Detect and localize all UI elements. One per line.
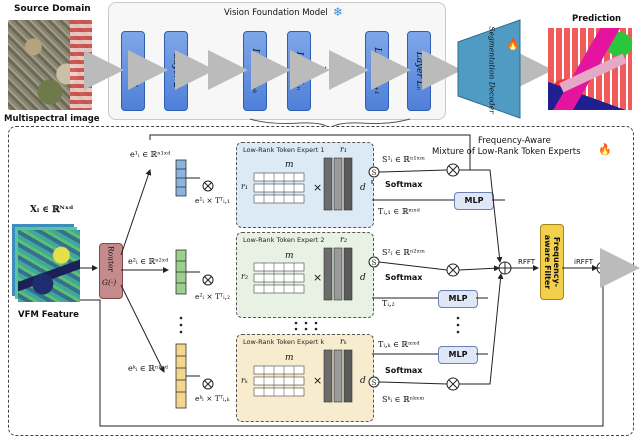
t1-label: Tᵢ,₁ ∈ ℝᵐˣᵈ	[378, 207, 420, 216]
s-circle-1: S	[372, 169, 377, 177]
expert-2-rank: r₂	[340, 235, 348, 244]
d-label-k: d	[360, 376, 366, 386]
softmax-1: Softmax	[385, 180, 423, 189]
mlp-2: MLP	[438, 290, 478, 308]
input-x-label: Xᵢ ∈ ℝᴺˣᵈ	[30, 205, 74, 215]
source-domain-label: Source Domain	[14, 4, 91, 14]
r-label-k: rₖ	[241, 376, 248, 385]
d-label-2: d	[360, 273, 366, 283]
snowflake-icon: ❄	[333, 5, 344, 19]
d-label-1: d	[360, 183, 366, 193]
mlp-1: MLP	[454, 192, 494, 210]
prodk-label: eᵏᵢ × Tᵀᵢ,ₖ	[195, 394, 230, 403]
fire-icon: 🔥	[506, 38, 520, 51]
softmax-2: Softmax	[385, 273, 423, 282]
m-label-1: m	[285, 160, 294, 170]
r-label-2: r₂	[241, 272, 249, 281]
s-circle-k: S	[372, 379, 377, 387]
s2-label: S²ᵢ ∈ ℝⁿ²ˣᵐ	[382, 248, 425, 257]
e1-label: e¹ᵢ ∈ ℝⁿ¹ˣᵈ	[130, 150, 171, 159]
frequency-filter-block: Frequency-aware Filter	[540, 224, 564, 300]
router-block: Router G(·)	[99, 243, 123, 299]
times-1: ×	[313, 181, 323, 194]
expert-k-rank: rₖ	[340, 337, 347, 346]
multispectral-label: Multispectral image	[4, 114, 100, 124]
fire-icon: 🔥	[598, 143, 612, 156]
s-circle-2: S	[372, 259, 377, 267]
vfm-title: Vision Foundation Model	[224, 8, 328, 18]
tk-label: Tᵢ,ₖ ∈ ℝᵐˣᵈ	[378, 340, 420, 349]
times-k: ×	[313, 374, 323, 387]
fmolte-title-2: Mixture of Low-Rank Token Experts	[432, 147, 581, 157]
sk-label: Sᵏᵢ ∈ ℝⁿᵏˣᵐ	[382, 395, 425, 404]
expert-1-rank: r₁	[340, 145, 348, 154]
vfm-feature-map	[18, 230, 80, 302]
prod1-label: e¹ᵢ × Tᵀᵢ,₁	[195, 196, 231, 205]
m-label-k: m	[285, 353, 294, 363]
rfft-label: RFFT	[518, 258, 536, 266]
irfft-label: iRFFT	[574, 258, 594, 266]
times-2: ×	[313, 271, 323, 284]
prediction-label: Prediction	[572, 14, 622, 24]
source-satellite-image	[8, 20, 92, 110]
prediction-segmentation-map	[548, 28, 632, 110]
m-label-2: m	[285, 251, 294, 261]
fmolte-title-1: Frequency-Aware	[478, 136, 551, 146]
ek-label: eᵏᵢ ∈ ℝⁿᵏˣᵈ	[128, 364, 168, 373]
vfm-feature-label: VFM Feature	[18, 310, 79, 320]
e2-label: e²ᵢ ∈ ℝⁿ²ˣᵈ	[128, 257, 169, 266]
softmax-k: Softmax	[385, 366, 423, 375]
prod2-label: e²ᵢ × Tᵀᵢ,₂	[195, 292, 231, 301]
mlp-k: MLP	[438, 346, 478, 364]
t2-label: Tᵢ,₂	[382, 299, 395, 308]
r-label-1: r₁	[241, 182, 249, 191]
s1-label: S¹ᵢ ∈ ℝⁿ¹ˣᵐ	[382, 155, 425, 164]
